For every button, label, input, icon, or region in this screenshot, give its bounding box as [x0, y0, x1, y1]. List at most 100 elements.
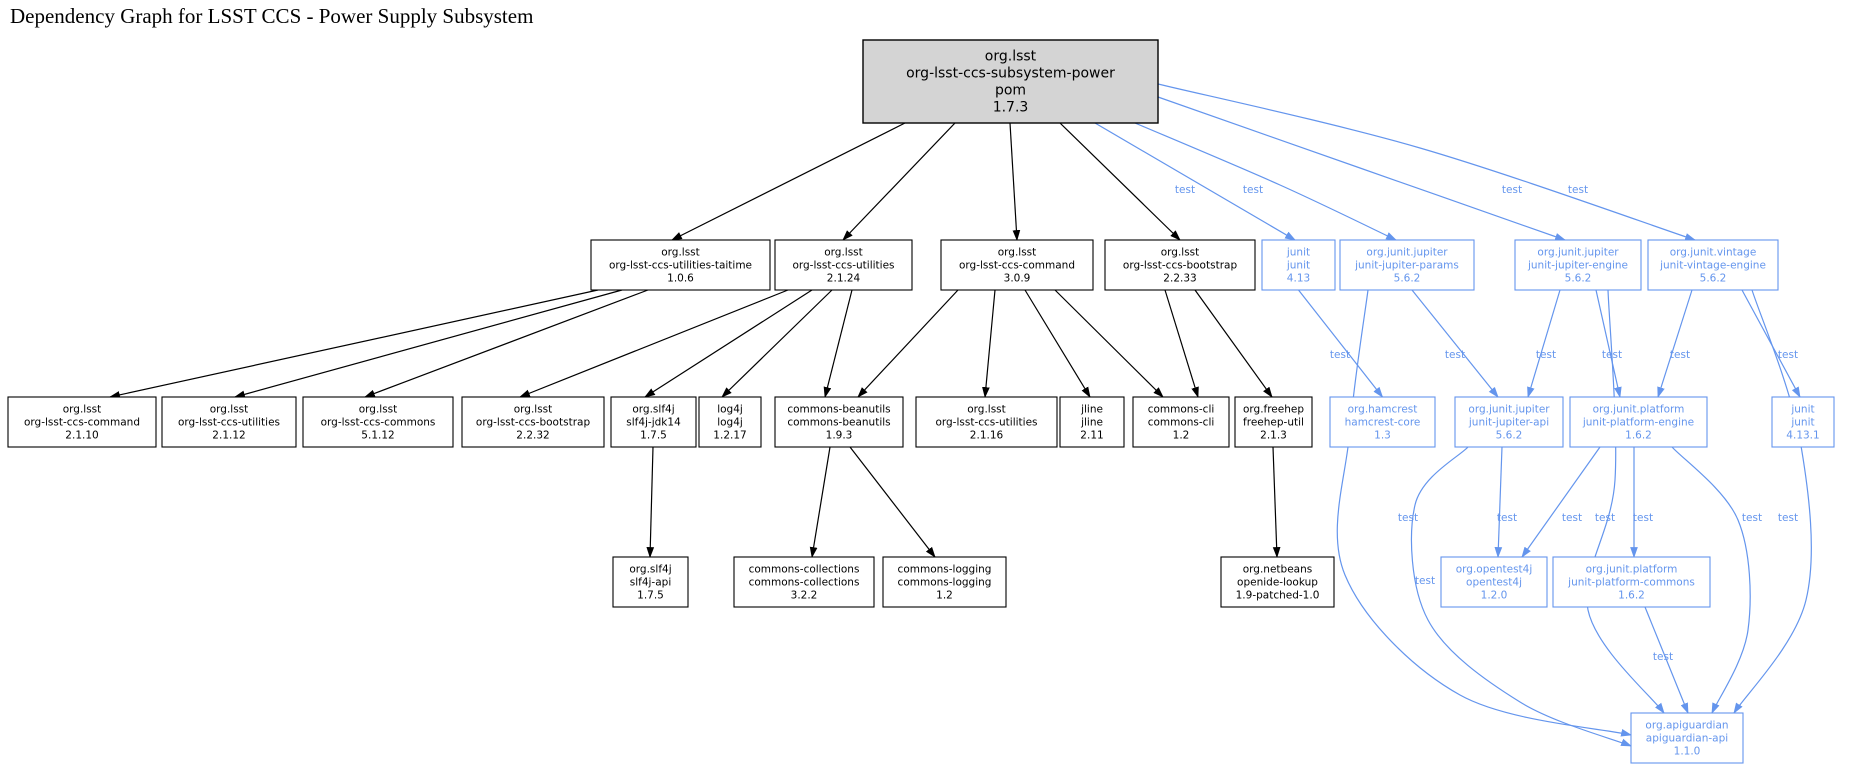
- edge-label-jupiterapi-apiguardian: test: [1415, 575, 1435, 587]
- edge-jupiterengine-jupiterapi: [1527, 289, 1561, 399]
- edge-taitime-utilities2112: [233, 289, 623, 399]
- edge-vintage-platformengine: [1657, 289, 1693, 399]
- edge-label-root-vintage: test: [1568, 184, 1588, 196]
- edge-slf4jjdk14-slf4japi: [646, 446, 655, 559]
- node-box-command309: [940, 239, 1094, 291]
- edge-root-params: [1134, 122, 1397, 241]
- edge-label-platformcommons-apiguardian: test: [1653, 651, 1673, 663]
- edge-platformengine-apiguardian: [1671, 446, 1751, 715]
- node-box-utilities2116: [915, 396, 1058, 448]
- edge-root-bootstrap2233: [1059, 122, 1181, 241]
- edge-taitime-commons5112: [363, 289, 649, 398]
- edge-beanutils-logging: [849, 446, 936, 558]
- edge-junit413-hamcrest: [1298, 289, 1384, 398]
- node-box-log4j: [698, 396, 762, 448]
- edge-label-root-params: test: [1243, 184, 1263, 196]
- edge-vintage-apiguardian: [1733, 289, 1812, 714]
- edge-jupiterengine-platformengine: [1595, 289, 1622, 399]
- edge-command309-utilities2116: [982, 289, 996, 399]
- edge-command309-beanutils: [857, 289, 959, 398]
- edge-label-jupiterapi-opentest4j: test: [1497, 512, 1517, 524]
- page-title: Dependency Graph for LSST CCS - Power Su…: [10, 4, 534, 28]
- node-box-taitime: [590, 239, 771, 291]
- node-box-apiguardian: [1630, 712, 1744, 764]
- edge-root-junit413: [1094, 122, 1296, 241]
- edge-label-root-junit413: test: [1175, 184, 1195, 196]
- edge-label-jupiterengine-apiguardian: test: [1595, 512, 1615, 524]
- edge-taitime-command2110: [108, 289, 599, 399]
- node-box-logging: [882, 556, 1007, 608]
- node-box-bootstrap2233: [1104, 239, 1256, 291]
- edge-platformcommons-apiguardian: [1644, 606, 1689, 715]
- edge-command309-jline: [1024, 289, 1091, 398]
- node-box-bootstrap2232: [461, 396, 605, 448]
- node-box-command2110: [7, 396, 157, 448]
- node-box-vintage: [1647, 239, 1779, 291]
- node-box-freehep: [1234, 396, 1313, 448]
- edge-utilities2124-beanutils: [823, 289, 853, 399]
- node-box-junit413: [1261, 239, 1336, 291]
- node-box-collections: [733, 556, 875, 608]
- node-box-junit4131: [1771, 396, 1835, 448]
- node-box-platformcommons: [1552, 556, 1711, 608]
- edge-label-platformengine-platformcommons: test: [1633, 512, 1653, 524]
- node-box-slf4japi: [612, 556, 689, 608]
- edge-root-vintage: [1157, 83, 1697, 241]
- edge-platformengine-opentest4j: [1521, 446, 1601, 558]
- edge-jupiterapi-opentest4j: [1494, 446, 1503, 559]
- node-box-commons5112: [302, 396, 454, 448]
- edge-utilities2124-bootstrap2232: [518, 289, 789, 398]
- edge-root-jupiterengine: [1157, 96, 1567, 241]
- node-box-hamcrest: [1329, 396, 1436, 448]
- edge-label-root-jupiterengine: test: [1502, 184, 1522, 196]
- edge-params-jupiterapi: [1411, 289, 1499, 398]
- edge-label-platformengine-opentest4j: test: [1562, 512, 1582, 524]
- edge-beanutils-collections: [809, 446, 831, 559]
- node-box-params: [1339, 239, 1475, 291]
- node-box-jline: [1059, 396, 1125, 448]
- node-box-opentest4j: [1440, 556, 1548, 608]
- edge-jupiterapi-apiguardian: [1410, 446, 1633, 747]
- edge-root-utilities2124: [842, 122, 956, 241]
